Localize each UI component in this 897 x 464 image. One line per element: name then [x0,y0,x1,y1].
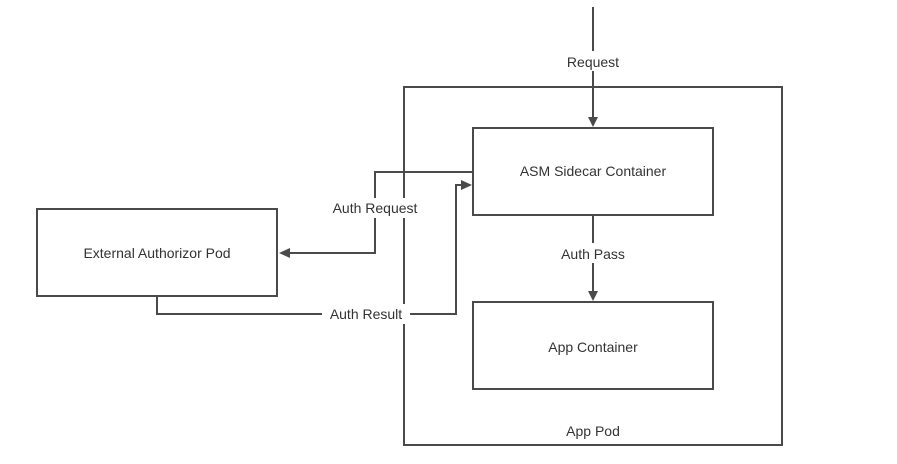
asm-sidecar-node: ASM Sidecar Container [472,127,714,216]
auth-request-arrowhead [279,248,290,258]
app-container-box [472,301,714,390]
app-pod-label: App Pod [566,423,620,439]
app-container-node: App Container [472,301,714,390]
auth-request-label-bg [327,198,423,218]
auth-request-edge-label: Auth Request [333,200,418,216]
external-authorizer-label: External Authorizor Pod [83,245,230,261]
auth-pass-arrowhead [588,291,598,301]
request-edge: Request [560,7,626,127]
auth-request-edge: Auth Request [279,171,473,258]
app-container-label: App Container [548,339,638,355]
external-authorizer-box [36,208,278,297]
auth-pass-label-bg [555,243,631,263]
auth-result-label-bg [322,304,410,324]
auth-result-edge-line [156,184,462,315]
request-arrowhead [588,117,598,127]
auth-pass-edge-label: Auth Pass [561,246,625,262]
auth-result-arrowhead [461,180,472,190]
asm-sidecar-label: ASM Sidecar Container [520,163,667,179]
external-authorizer-node: External Authorizor Pod [36,208,278,297]
auth-result-edge-label: Auth Result [330,306,402,322]
request-edge-label: Request [567,54,619,70]
auth-result-edge: Auth Result [156,180,472,324]
request-label-bg [560,51,626,71]
auth-pass-edge: Auth Pass [555,215,631,301]
